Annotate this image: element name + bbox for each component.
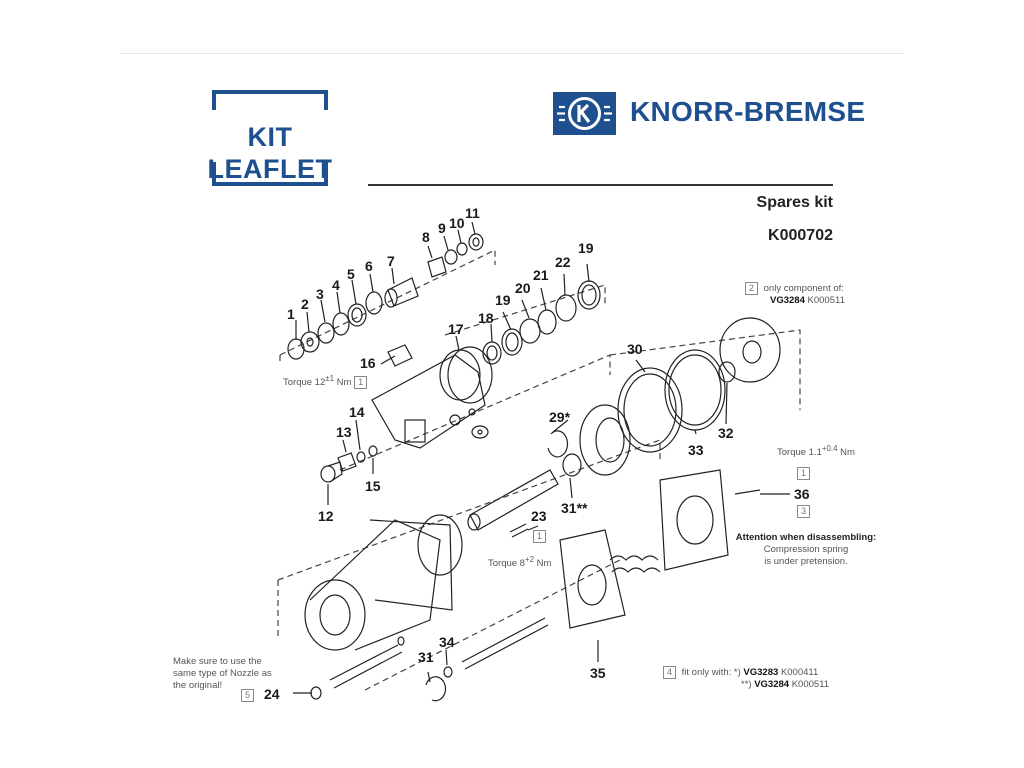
knorr-bremse-k-logo-icon [553, 92, 616, 135]
part-label-19a: 19 [495, 292, 511, 308]
part-label-10: 10 [449, 215, 465, 231]
kit-title: Spares kit [756, 194, 833, 211]
top-divider [120, 53, 904, 54]
part-label-14: 14 [349, 404, 365, 420]
part-label-8: 8 [422, 229, 430, 245]
part-label-1: 1 [287, 306, 295, 322]
part-label-4: 4 [332, 277, 340, 293]
part-label-2: 2 [301, 296, 309, 312]
part-label-13: 13 [336, 424, 352, 440]
part-label-24: 24 [264, 686, 280, 702]
nozzle-ref: 5 [241, 689, 257, 702]
ref-box-4: 4 [663, 666, 676, 679]
kit-number: K000702 [768, 227, 833, 244]
fit-only-note: 4 fit only with: *) VG3283 K000411 **) V… [663, 666, 829, 691]
part-label-32: 32 [718, 425, 734, 441]
part-label-12: 12 [318, 508, 334, 524]
ref-box-1-36: 1 [797, 467, 810, 480]
brand-name: KNORR-BREMSE [630, 96, 866, 127]
attention-note: Attention when disassembling: Compressio… [735, 532, 877, 567]
part-label-35: 35 [590, 665, 606, 681]
torque-note-36: Torque 1.1+0.4 Nm [777, 444, 855, 459]
part-label-30: 30 [627, 341, 643, 357]
part-label-33: 33 [688, 442, 704, 458]
part-label-29: 29* [549, 409, 571, 425]
part-label-23: 23 [531, 508, 547, 524]
part-label-17: 17 [448, 321, 464, 337]
nozzle-note: Make sure to use the same type of Nozzle… [173, 656, 272, 691]
attention-ref: 3 [797, 505, 813, 518]
only-component-note: 2 only component of: VG3284 K000511 [745, 282, 845, 307]
part-label-3: 3 [316, 286, 324, 302]
ref-box-5: 5 [241, 689, 254, 702]
part-label-22: 22 [555, 254, 571, 270]
ref-box-1: 1 [354, 376, 368, 390]
part-label-15: 15 [365, 478, 381, 494]
part-label-20: 20 [515, 280, 531, 296]
torque-note-16: Torque 12±1 Nm 1 [283, 373, 370, 390]
header-rule [368, 184, 833, 186]
torque-36-ref: 1 [797, 467, 813, 480]
part-label-18: 18 [478, 310, 494, 326]
ref-box-3: 3 [797, 505, 810, 518]
part-label-5: 5 [347, 266, 355, 282]
ref-box-2: 2 [745, 282, 758, 295]
part-label-6: 6 [365, 258, 373, 274]
torque-note-23: Torque 8+2 Nm [488, 555, 552, 570]
ref-box-1-23: 1 [533, 530, 546, 543]
part-label-19b: 19 [578, 240, 594, 256]
part-label-31a: 31** [561, 500, 588, 516]
part-label-11: 11 [465, 205, 480, 221]
part-label-36: 36 [794, 486, 810, 502]
part-label-16: 16 [360, 355, 376, 371]
part-label-9: 9 [438, 220, 446, 236]
part-label-34: 34 [439, 634, 455, 650]
part-label-7: 7 [387, 253, 395, 269]
part-label-21: 21 [533, 267, 549, 283]
torque-23-ref: 1 [533, 530, 549, 543]
kit-leaflet-text: KIT LEAFLET [207, 122, 333, 184]
part-label-31b: 31 [418, 649, 434, 665]
kit-leaflet-logo: KIT LEAFLET [208, 90, 332, 186]
